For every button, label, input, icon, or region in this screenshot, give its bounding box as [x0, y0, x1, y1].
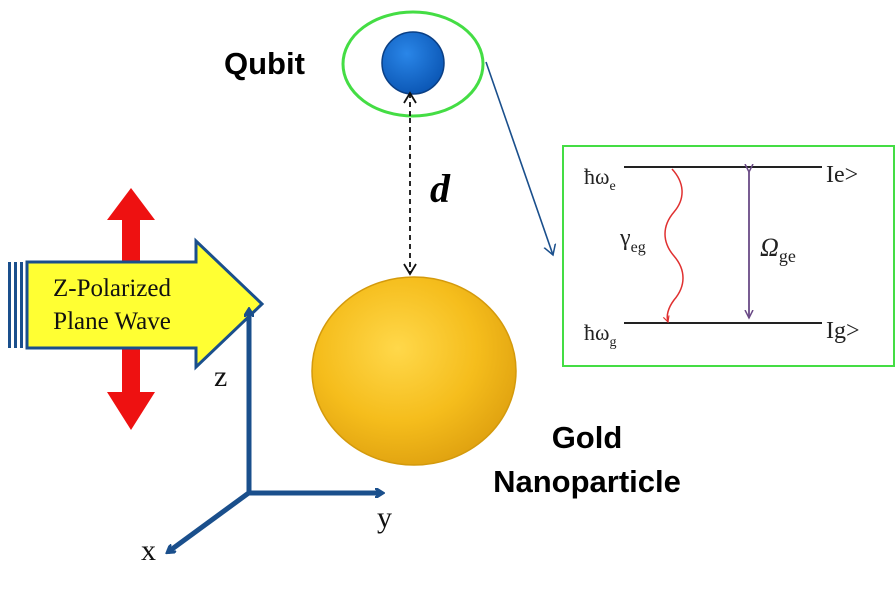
y-axis-label: y: [377, 501, 392, 534]
qubit-sphere: [381, 31, 445, 95]
upper-state-label: Ie>: [826, 162, 858, 188]
wavefront-line: [8, 262, 11, 348]
lower-state-label: Ig>: [826, 318, 860, 344]
wave-label-line1: Z-Polarized: [53, 275, 172, 302]
qubit-label: Qubit: [224, 46, 305, 81]
z-axis-label: z: [214, 360, 227, 393]
energy-level-diagram: ħωe ħωg Ie> Ig> γeg Ωge: [562, 145, 895, 367]
separation-label: d: [430, 166, 451, 211]
x-axis: [168, 489, 252, 552]
qubit-highlight-ring: [341, 10, 485, 118]
gold-nanoparticle-sphere: [311, 276, 517, 466]
separation-arrowhead-bottom: [403, 263, 417, 276]
wavefront-line: [20, 262, 23, 348]
lower-energy-label: ħωg: [584, 320, 616, 350]
decay-rate-label: γeg: [619, 225, 646, 256]
plane-wave-arrow: Z-Polarized Plane Wave: [8, 237, 265, 371]
energy-level-box: [562, 145, 895, 367]
wave-label-line2: Plane Wave: [53, 308, 171, 335]
upper-energy-label: ħωe: [584, 164, 616, 194]
zoom-connector-arrow: [485, 61, 553, 255]
x-axis-label: x: [141, 534, 156, 567]
wave-arrow-body: [25, 237, 265, 371]
decay-wavy-arrow: [665, 168, 684, 322]
rabi-frequency-label: Ωge: [760, 233, 796, 266]
particle-label-line2: Nanoparticle: [493, 464, 681, 499]
coordinate-axes: z y x: [141, 310, 392, 567]
wavefront-line: [14, 262, 17, 348]
particle-label-line1: Gold: [552, 420, 623, 455]
